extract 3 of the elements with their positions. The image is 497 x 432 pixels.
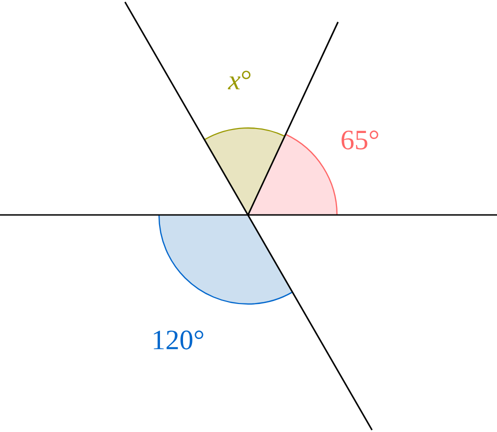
angle-label: 65° (342, 130, 378, 150)
angle-label: x° (228, 70, 250, 90)
angle-label: 120° (154, 330, 204, 350)
